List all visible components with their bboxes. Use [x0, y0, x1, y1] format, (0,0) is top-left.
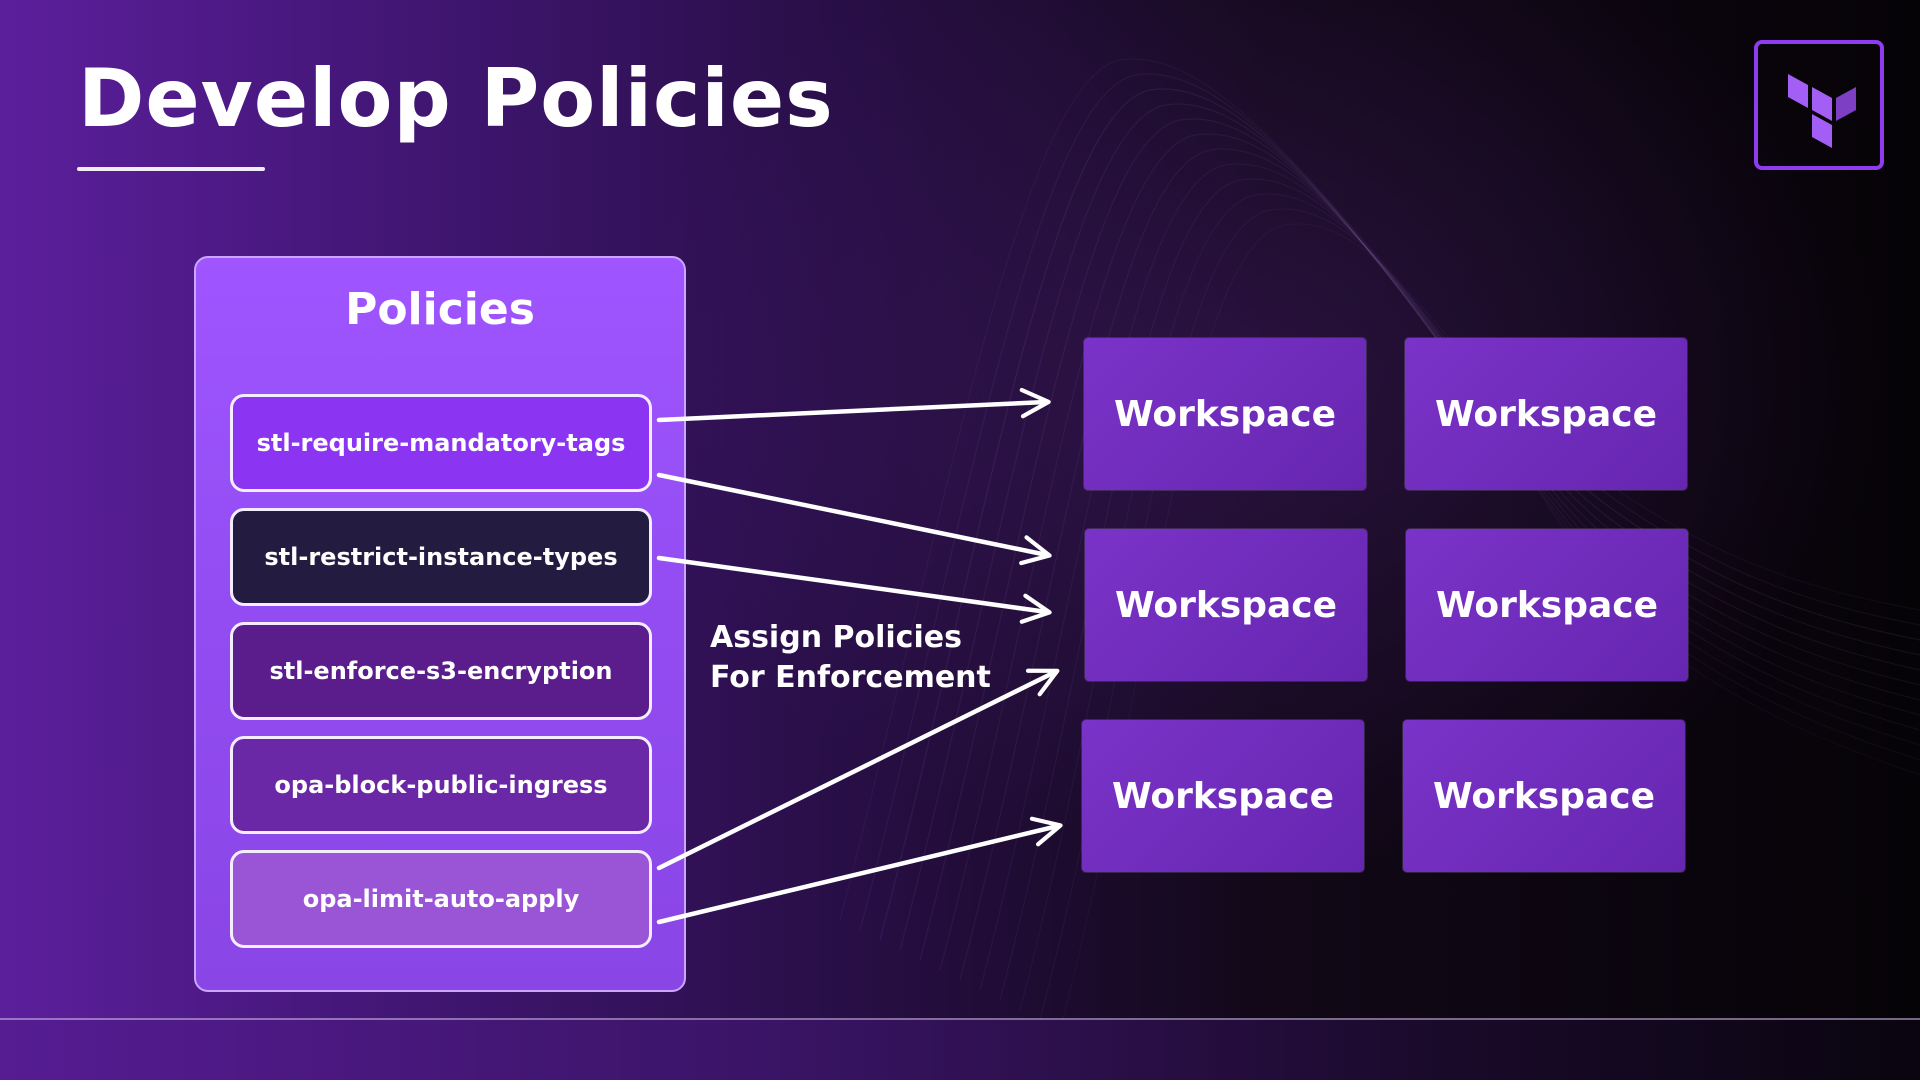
logo-frame — [1754, 40, 1884, 170]
assignment-caption: Assign Policies For Enforcement — [710, 618, 1010, 698]
policy-label: stl-enforce-s3-encryption — [269, 657, 613, 685]
policies-panel-title: Policies — [345, 284, 535, 335]
workspace-label: Workspace — [1111, 775, 1335, 817]
policy-stl-enforce-s3-encryption[interactable]: stl-enforce-s3-encryption — [230, 622, 652, 720]
policy-opa-limit-auto-apply[interactable]: opa-limit-auto-apply — [230, 850, 652, 948]
workspace-tile[interactable]: Workspace — [1084, 338, 1366, 490]
policy-stl-require-mandatory-tags[interactable]: stl-require-mandatory-tags — [230, 394, 652, 492]
bottom-divider — [0, 1018, 1920, 1020]
policy-opa-block-public-ingress[interactable]: opa-block-public-ingress — [230, 736, 652, 834]
slide-title: Develop Policies — [78, 52, 834, 145]
workspace-label: Workspace — [1434, 393, 1658, 435]
title-underline — [77, 167, 265, 171]
workspace-tile[interactable]: Workspace — [1085, 529, 1367, 681]
workspace-tile[interactable]: Workspace — [1082, 720, 1364, 872]
workspace-label: Workspace — [1114, 584, 1338, 626]
workspace-tile[interactable]: Workspace — [1406, 529, 1688, 681]
workspace-tile[interactable]: Workspace — [1403, 720, 1685, 872]
workspace-label: Workspace — [1432, 775, 1656, 817]
policy-label: stl-require-mandatory-tags — [256, 429, 626, 457]
policies-panel: Policies stl-require-mandatory-tags stl-… — [194, 256, 686, 992]
workspace-label: Workspace — [1435, 584, 1659, 626]
workspace-tile[interactable]: Workspace — [1405, 338, 1687, 490]
policy-stl-restrict-instance-types[interactable]: stl-restrict-instance-types — [230, 508, 652, 606]
workspace-label: Workspace — [1113, 393, 1337, 435]
terraform-logo-icon — [1788, 74, 1856, 148]
caption-line-1: Assign Policies — [710, 620, 962, 655]
policy-label: opa-block-public-ingress — [274, 771, 608, 799]
bottom-band — [0, 1020, 1920, 1080]
policy-label: stl-restrict-instance-types — [264, 543, 618, 571]
policy-label: opa-limit-auto-apply — [302, 885, 580, 913]
caption-line-2: For Enforcement — [710, 660, 991, 695]
